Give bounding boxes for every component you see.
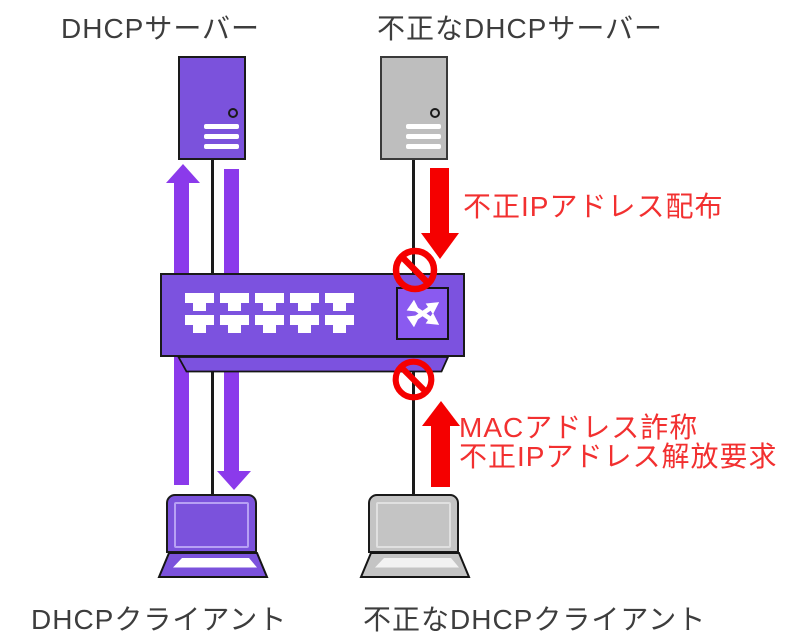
- laptop-display: [376, 502, 451, 548]
- rogue-dhcp-server-label: 不正なDHCPサーバー: [377, 13, 664, 44]
- laptop-screen: [166, 494, 257, 553]
- laptop-keyboard: [157, 552, 269, 578]
- power-button-icon: [228, 108, 238, 118]
- ethernet-port-icon: [255, 315, 284, 333]
- dhcp-client-label: DHCPクライアント: [31, 604, 288, 635]
- red-up-arrowhead: [422, 401, 460, 426]
- rogue-distribution-label: 不正IPアドレス配布: [463, 191, 724, 222]
- prohibition-icon: [392, 358, 435, 401]
- down-arrowhead: [217, 471, 251, 490]
- laptop-keyboard: [359, 552, 471, 578]
- dhcp-client-icon: [157, 494, 269, 580]
- switch-port-row: [185, 315, 354, 333]
- prohibition-icon: [392, 247, 438, 293]
- rogue-dhcp-client-label: 不正なDHCPクライアント: [363, 604, 707, 635]
- rogue-release-label-line2: 不正IPアドレス解放要求: [459, 441, 778, 472]
- ethernet-port-icon: [325, 293, 354, 311]
- ethernet-port-icon: [185, 315, 214, 333]
- ethernet-port-icon: [290, 293, 319, 311]
- red-down-arrow-shaft: [430, 168, 449, 234]
- dhcp-server-label: DHCPサーバー: [61, 13, 261, 44]
- rogue-dhcp-server-icon: [380, 56, 448, 160]
- red-up-arrow-shaft: [431, 425, 450, 487]
- ethernet-port-icon: [290, 315, 319, 333]
- switch-crossed-arrows-icon: [396, 287, 449, 340]
- ethernet-port-icon: [220, 315, 249, 333]
- switch-port-row: [185, 293, 354, 311]
- ethernet-port-icon: [185, 293, 214, 311]
- power-button-icon: [430, 108, 440, 118]
- server-vents-icon: [204, 124, 239, 154]
- ethernet-port-icon: [220, 293, 249, 311]
- rogue-dhcp-client-icon: [359, 494, 471, 580]
- switch-base: [177, 356, 450, 373]
- dhcp-server-icon: [178, 56, 246, 160]
- ethernet-port-icon: [325, 315, 354, 333]
- ethernet-port-icon: [255, 293, 284, 311]
- switch-body: [160, 273, 465, 357]
- server-vents-icon: [406, 124, 441, 154]
- up-arrowhead: [166, 164, 200, 183]
- laptop-display: [174, 502, 249, 548]
- laptop-screen: [368, 494, 459, 553]
- rogue-release-label-line1: MACアドレス詐称: [459, 412, 699, 443]
